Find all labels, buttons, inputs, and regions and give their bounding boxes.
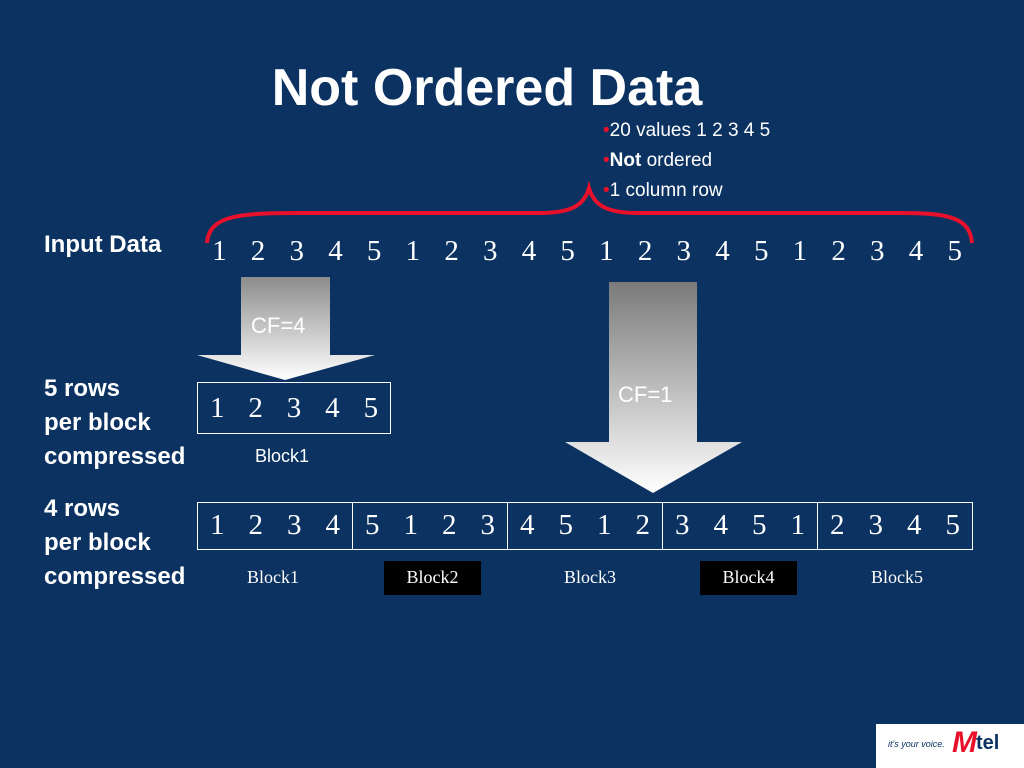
five-row-block-label: Block1: [255, 446, 310, 466]
bullet-item: •1 column row: [603, 180, 723, 201]
input-value: 5: [947, 235, 962, 267]
input-value: 3: [870, 235, 885, 267]
input-value: 2: [250, 235, 266, 267]
block-label: Block1: [247, 567, 299, 587]
logo-tel: tel: [976, 732, 1000, 754]
input-value: 2: [831, 235, 846, 267]
four-rows-label: 4 rows per block compressed: [44, 495, 186, 590]
logo-tagline: it's your voice.: [888, 739, 945, 749]
input-value: 5: [560, 235, 575, 267]
bullet-list: •20 values 1 2 3 4 5 •Not ordered •1 col…: [603, 116, 770, 206]
block-label: Block4: [700, 561, 797, 595]
input-value: 1: [405, 235, 421, 267]
curly-brace: [205, 180, 974, 244]
arrow-cf1: [565, 282, 742, 493]
bullet-item: •20 values 1 2 3 4 5: [603, 120, 771, 141]
slide-title: Not Ordered Data: [271, 59, 703, 117]
input-value: 1: [792, 235, 808, 267]
block-value: 5: [363, 392, 379, 424]
logo-m: M: [952, 726, 977, 759]
five-row-block: 1 2 3 4 5: [197, 382, 391, 434]
input-value: 4: [715, 235, 730, 267]
input-value: 3: [676, 235, 692, 267]
input-data-label: Input Data: [44, 231, 162, 258]
bullet-item: •Not ordered: [603, 150, 713, 171]
block-label: Block2: [384, 561, 481, 595]
block-value: 4: [325, 392, 340, 424]
input-value: 1: [599, 235, 614, 267]
cf1-label: CF=1: [618, 382, 673, 407]
cf4-label: CF=4: [251, 313, 306, 338]
input-value: 5: [366, 235, 382, 267]
input-value: 4: [908, 235, 924, 267]
block-label: Block3: [564, 567, 616, 587]
input-value: 2: [444, 235, 459, 267]
five-rows-label: 5 rows per block compressed: [44, 375, 186, 470]
input-value: 5: [753, 235, 769, 267]
input-value: 3: [483, 235, 498, 267]
mtel-logo: it's your voice. M tel: [876, 724, 1024, 768]
block-value: 3: [286, 392, 302, 424]
input-value: 2: [637, 235, 653, 267]
block-value: 1: [209, 392, 225, 424]
block-label: Block5: [871, 567, 923, 587]
input-value: 4: [521, 235, 537, 267]
block-value: 2: [248, 392, 263, 424]
input-sequence: 1 2 3 4 5 1 2 3 4 5 1 2 3 4 5 1 2 3 4 5: [200, 230, 974, 272]
arrow-cf4: [197, 277, 375, 380]
input-value: 4: [328, 235, 343, 267]
input-value: 3: [289, 235, 305, 267]
input-value: 1: [212, 235, 227, 267]
